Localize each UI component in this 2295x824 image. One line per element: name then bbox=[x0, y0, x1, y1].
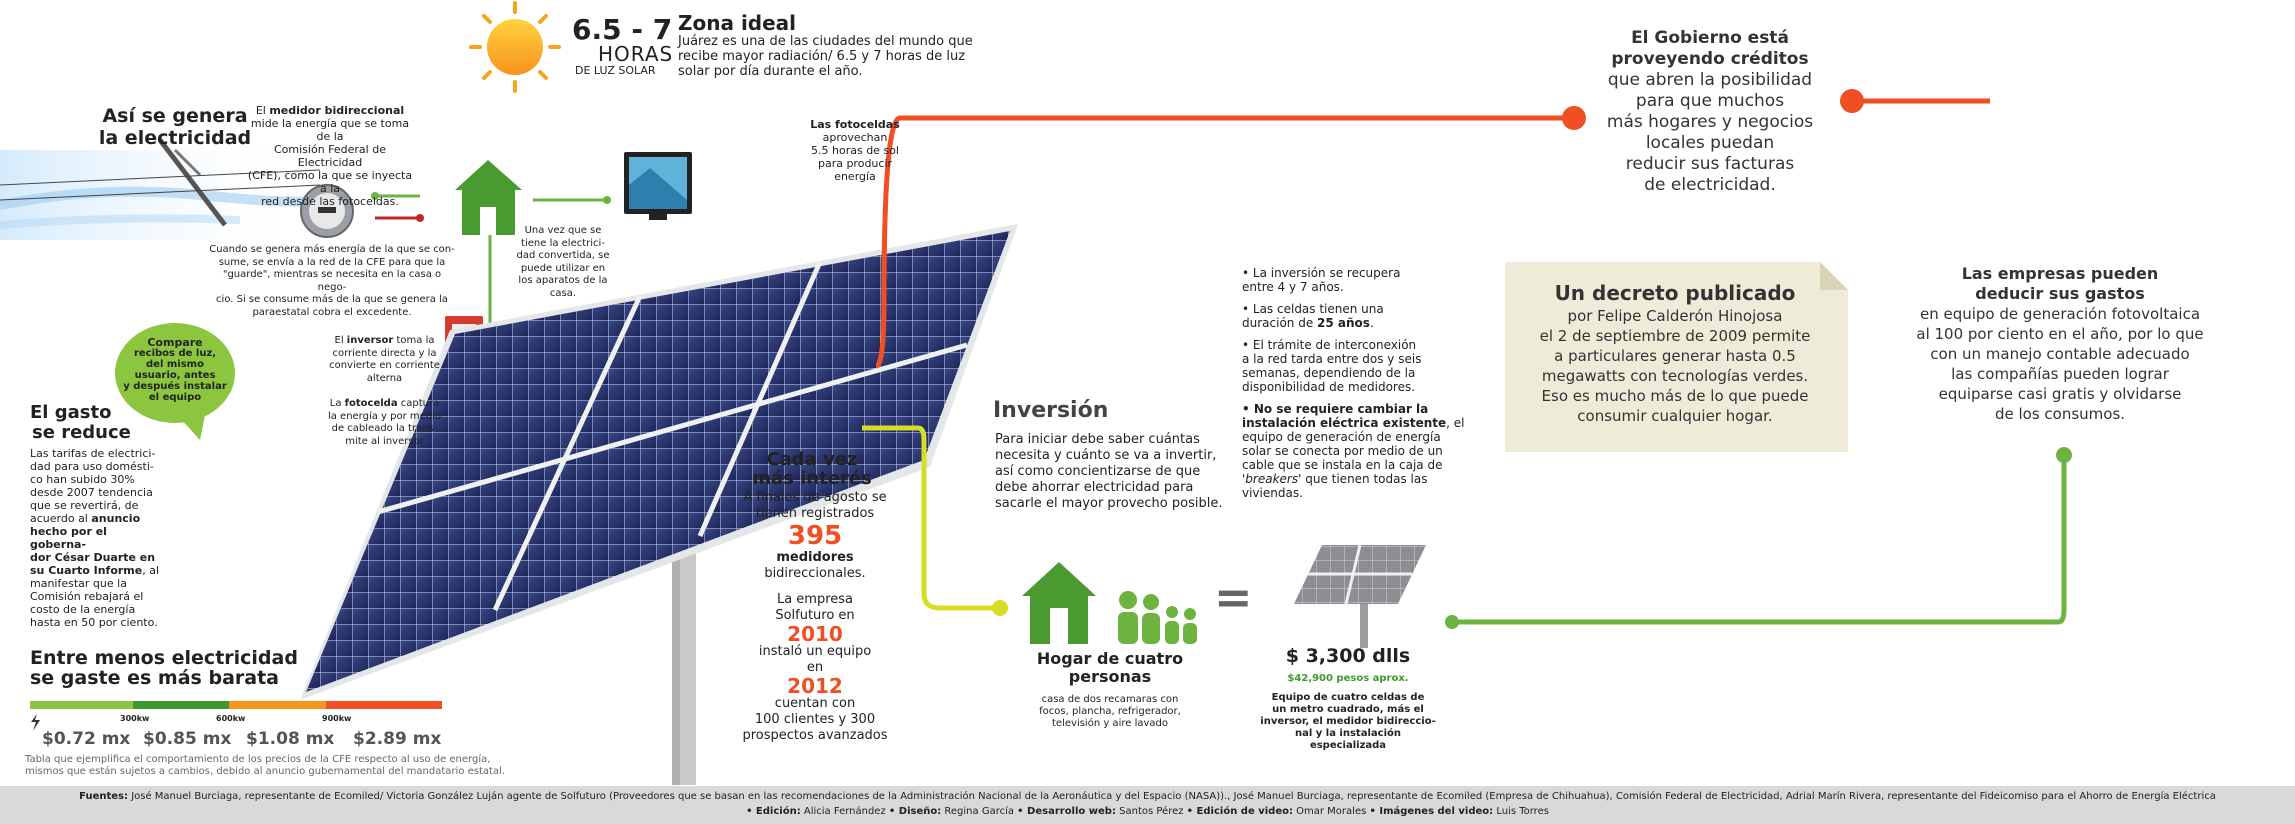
solar-panel-image bbox=[300, 224, 1018, 785]
tick-900: 900kw bbox=[322, 714, 352, 723]
footer: Fuentes: José Manuel Burciaga, represent… bbox=[0, 786, 2295, 824]
house-icon bbox=[455, 160, 522, 235]
orange-connector bbox=[874, 89, 1990, 369]
equipo-price: $ 3,300 dlls bbox=[1285, 645, 1411, 667]
green-connector bbox=[1445, 447, 2072, 629]
gasto-body: Las tarifas de electrici-dad para uso do… bbox=[30, 447, 160, 629]
family-house-icon bbox=[1022, 562, 1197, 644]
power-line-image bbox=[0, 138, 322, 240]
zona-title: Zona ideal bbox=[678, 11, 797, 35]
connection-lines bbox=[371, 192, 611, 325]
hours-sub: DE LUZ SOLAR bbox=[575, 64, 656, 77]
year-2012: 2012 bbox=[787, 674, 843, 698]
inversor-text: El inversor toma la corriente directa y … bbox=[329, 335, 440, 384]
price-4: $2.89 mx bbox=[353, 729, 442, 749]
compare-bubble bbox=[115, 323, 235, 440]
tv-icon bbox=[624, 152, 692, 220]
tick-300: 300kw bbox=[120, 714, 150, 723]
footer-sources: Fuentes: José Manuel Burciaga, represent… bbox=[79, 791, 2216, 802]
price-2: $0.85 mx bbox=[143, 729, 232, 749]
bidirectional-meter-icon bbox=[300, 184, 354, 238]
tick-600: 600kw bbox=[216, 714, 246, 723]
tariff-note: Tabla que ejemplifica el comportamiento … bbox=[25, 754, 505, 777]
decreto-text: Un decreto publicado por Felipe Calderón… bbox=[1539, 281, 1811, 425]
price-1: $0.72 mx bbox=[42, 729, 131, 749]
medidor-text: El medidor bidireccional mide la energía… bbox=[247, 104, 413, 208]
meter-count: 395 bbox=[787, 521, 843, 551]
equals-sign: = bbox=[1214, 570, 1253, 624]
tariff-bar bbox=[30, 701, 442, 731]
year-2010: 2010 bbox=[787, 622, 843, 646]
price-3: $1.08 mx bbox=[246, 729, 335, 749]
inversion-title: Inversión bbox=[993, 398, 1109, 423]
hours-range: 6.5 - 7 bbox=[572, 13, 673, 46]
equipo-price-mx: $42,900 pesos aprox. bbox=[1287, 673, 1409, 684]
fotocelda-text: La fotocelda captura la energía y por me… bbox=[327, 398, 442, 447]
sun-icon bbox=[469, 1, 561, 93]
yellow-connector bbox=[862, 425, 1008, 616]
zona-body: Juárez es una de las ciudades del mundo … bbox=[678, 34, 973, 79]
decree-note bbox=[1505, 262, 1848, 452]
footer-credits: • Edición: Alicia Fernández • Diseño: Re… bbox=[746, 806, 1549, 817]
hours-word: HORAS bbox=[598, 42, 674, 66]
surplus-text: Cuando se genera más energía de la que s… bbox=[209, 244, 455, 318]
small-solar-panel-image bbox=[1294, 544, 1426, 648]
